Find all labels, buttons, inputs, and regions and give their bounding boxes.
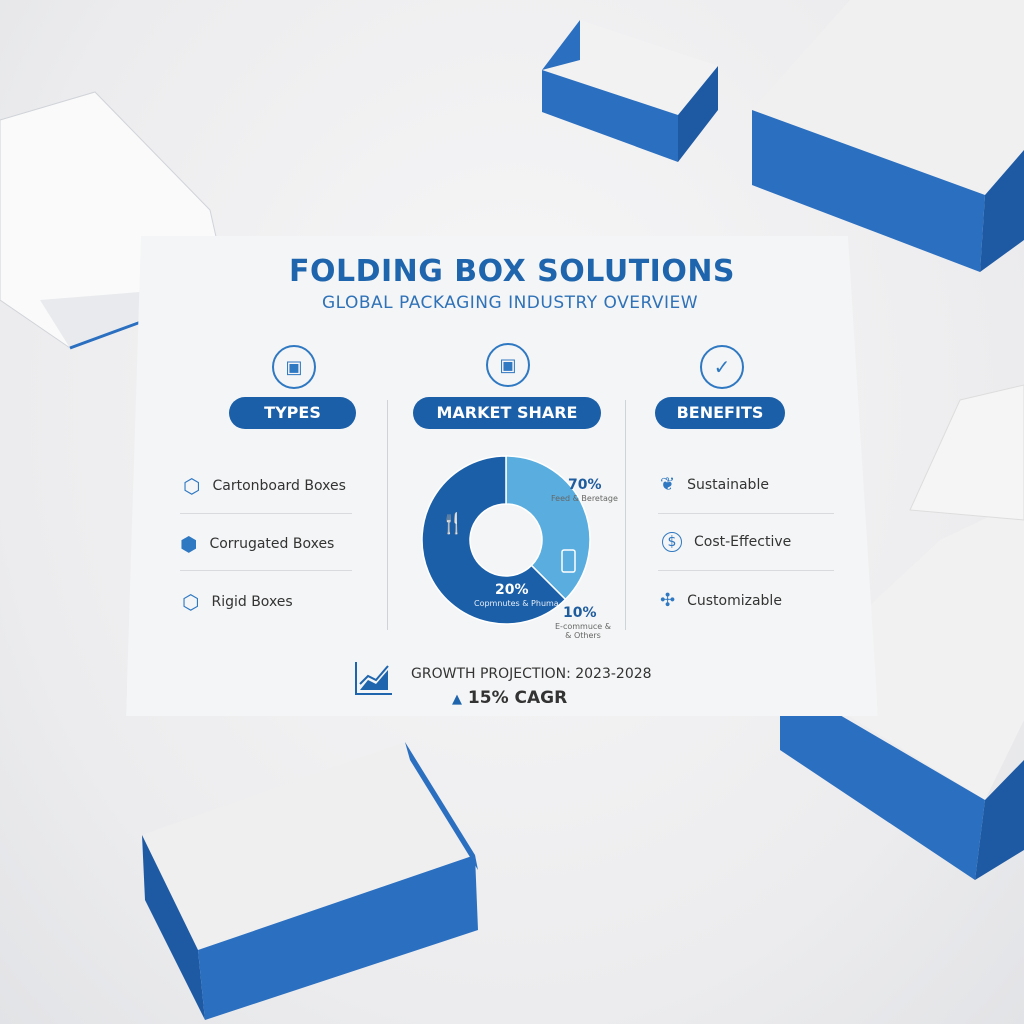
slice-value: 20%	[495, 582, 529, 598]
divider	[658, 570, 834, 571]
box-icon: ⬡	[183, 474, 201, 498]
box-icon: ▣	[272, 345, 316, 389]
benefits-header: BENEFITS	[655, 397, 785, 429]
slice-label: Copmnutes & Phuma	[474, 599, 559, 608]
blue-box	[780, 384, 1024, 880]
divider	[180, 570, 352, 571]
slice-value: 70%	[568, 477, 602, 493]
slice-food-beverage	[505, 455, 591, 601]
slice-label: Feed & Beretage	[551, 494, 618, 503]
cube-icon: ⬡	[182, 590, 200, 614]
divider	[387, 400, 388, 630]
blue-box	[142, 742, 478, 1020]
dollar-icon: $	[662, 532, 682, 552]
market-share-donut: 🍴	[421, 455, 591, 625]
growth-value: ▲ 15% CAGR	[452, 688, 567, 708]
poster-title: FOLDING BOX SOLUTIONS	[288, 254, 736, 289]
item-label: Sustainable	[687, 476, 769, 493]
list-item: ⬢ Corrugated Boxes	[180, 532, 334, 556]
list-item: ⬡ Rigid Boxes	[182, 590, 293, 614]
growth-chart-icon	[355, 662, 392, 695]
divider	[180, 513, 352, 514]
blue-box	[542, 20, 718, 162]
market-share-header: MARKET SHARE	[413, 397, 601, 429]
poster-subtitle: GLOBAL PACKAGING INDUSTRY OVERVIEW	[321, 293, 699, 313]
list-item: $ Cost-Effective	[662, 532, 791, 552]
box-icon: ▣	[486, 343, 530, 387]
item-label: Cartonboard Boxes	[212, 478, 346, 494]
item-label: Rigid Boxes	[211, 594, 293, 610]
divider	[658, 513, 834, 514]
slice-cosmetics-ecommerce	[421, 455, 567, 625]
list-item: ✣ Customizable	[660, 590, 782, 611]
item-label: Cost-Effective	[694, 534, 792, 550]
slice-label: E-commuce & & Others	[555, 622, 611, 640]
leaf-icon: ❦	[660, 474, 676, 495]
checkmark-icon: ✓	[700, 345, 744, 389]
bottle-icon	[561, 549, 576, 573]
open-box-icon: ⬢	[180, 532, 198, 556]
divider	[625, 400, 626, 630]
cagr-value: 15% CAGR	[467, 688, 568, 708]
item-label: Corrugated Boxes	[209, 536, 335, 552]
blue-box	[752, 0, 1024, 272]
growth-label: GROWTH PROJECTION: 2023-2028	[411, 666, 652, 682]
puzzle-icon: ✣	[660, 590, 676, 611]
list-item: ⬡ Cartonboard Boxes	[183, 474, 346, 498]
fork-spoon-icon: 🍴	[440, 511, 465, 535]
slice-value: 10%	[563, 605, 597, 621]
list-item: ❦ Sustainable	[660, 474, 769, 495]
types-header: TYPES	[229, 397, 356, 429]
item-label: Customizable	[687, 592, 782, 609]
up-triangle-icon: ▲	[452, 692, 462, 707]
